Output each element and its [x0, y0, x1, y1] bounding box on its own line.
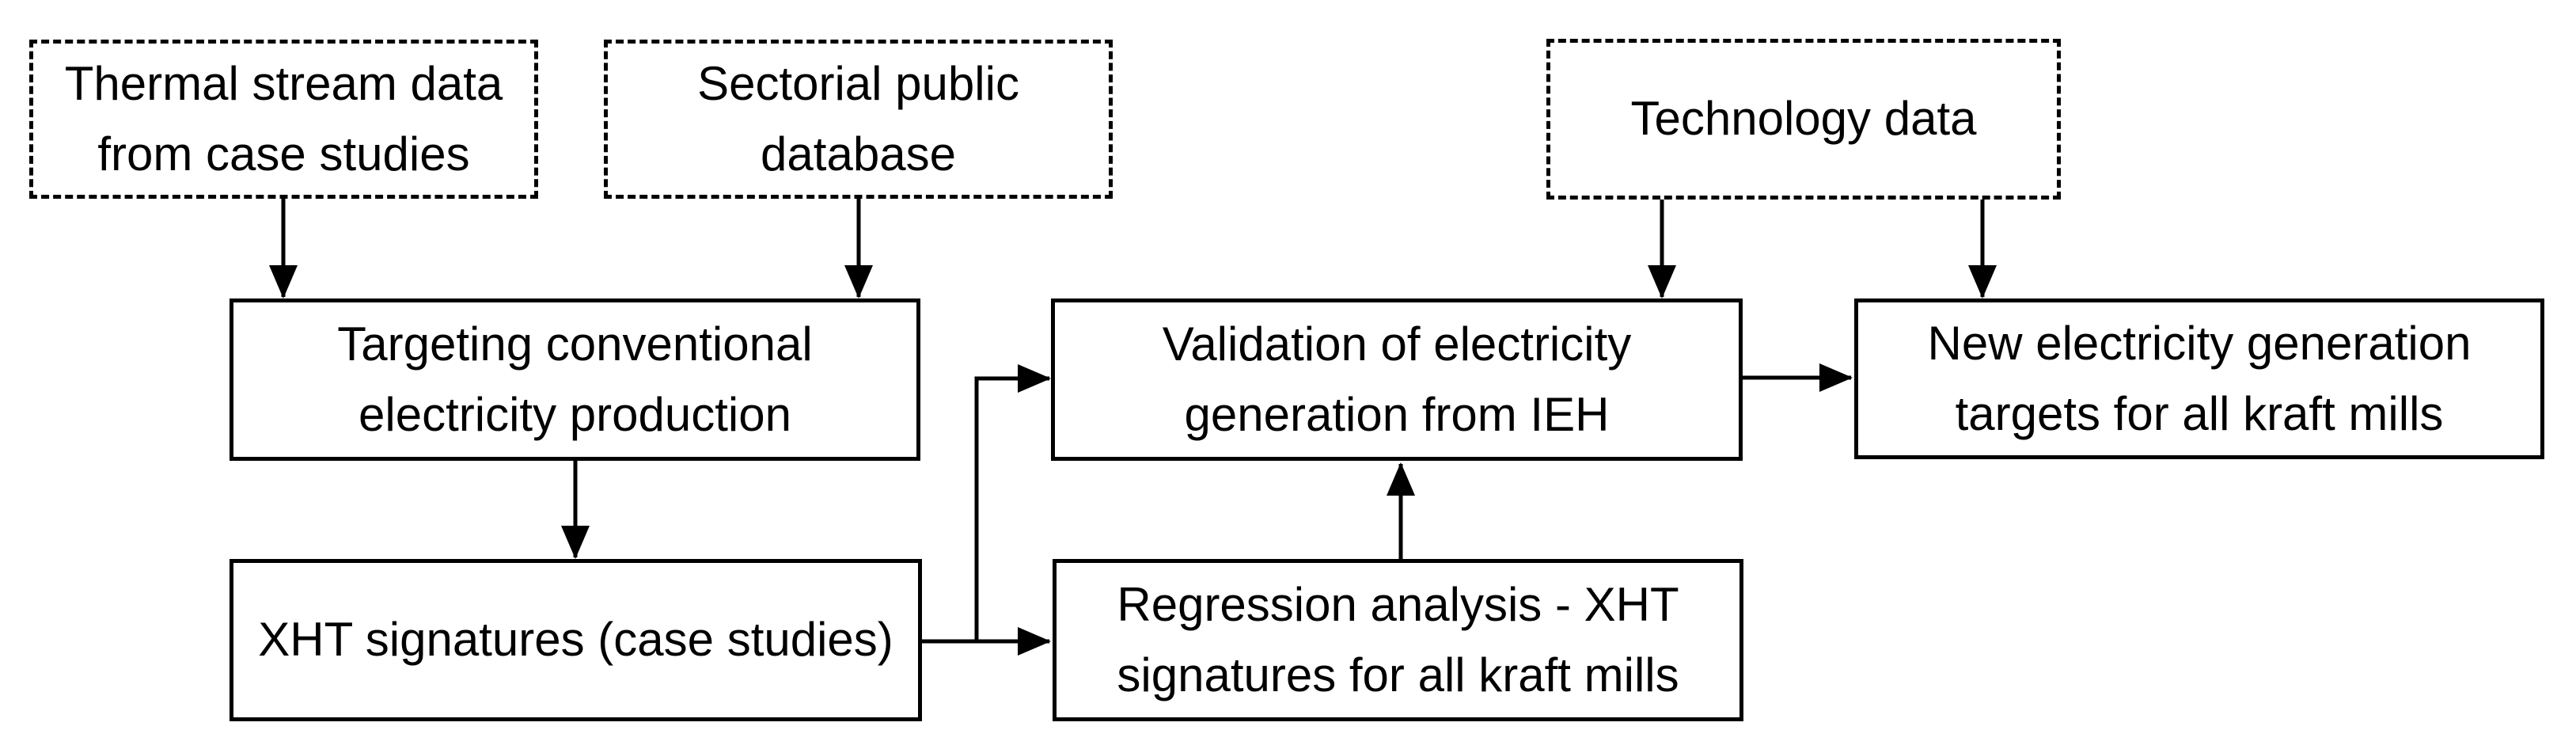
box-thermal-stream-data: Thermal stream data from case studies: [29, 40, 538, 199]
box-targeting-conventional-electricity: Targeting conventional electricity produ…: [230, 298, 920, 461]
box-targeting-conventional-electricity-label: Targeting conventional electricity produ…: [337, 317, 813, 441]
box-technology-data: Technology data: [1546, 39, 2061, 200]
box-technology-data-label: Technology data: [1630, 92, 1977, 146]
box-regression-analysis-label: Regression analysis - XHT signatures for…: [1117, 577, 1679, 701]
box-validation-electricity-generation: Validation of electricity generation fro…: [1051, 298, 1743, 461]
box-xht-signatures: XHT signatures (case studies): [230, 559, 922, 721]
box-sectorial-public-database-label: Sectorial public database: [697, 56, 1019, 181]
box-new-electricity-generation-targets: New electricity generation targets for a…: [1854, 298, 2544, 459]
box-validation-electricity-generation-label: Validation of electricity generation fro…: [1162, 317, 1632, 441]
box-regression-analysis: Regression analysis - XHT signatures for…: [1053, 559, 1743, 721]
box-thermal-stream-data-label: Thermal stream data from case studies: [64, 56, 503, 181]
box-sectorial-public-database: Sectorial public database: [604, 40, 1113, 199]
box-xht-signatures-label: XHT signatures (case studies): [258, 613, 893, 667]
box-new-electricity-generation-targets-label: New electricity generation targets for a…: [1927, 316, 2472, 440]
arrow-xht-to-validation: [974, 364, 1051, 641]
